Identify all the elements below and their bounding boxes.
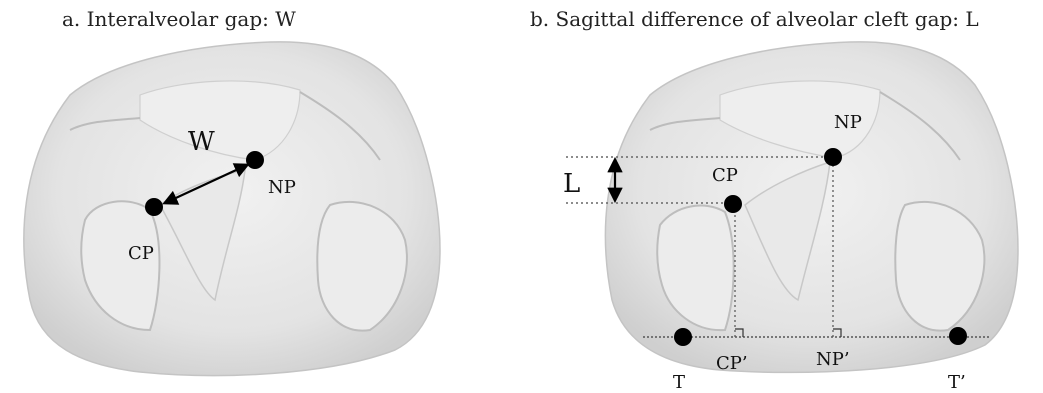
panel-a-cast <box>23 41 441 377</box>
cast-b-premaxilla <box>719 80 881 159</box>
label-cp-a: CP <box>128 243 154 264</box>
label-t-prime: T’ <box>948 372 966 393</box>
label-w: W <box>188 127 215 157</box>
cast-a-palate-ridge-left <box>80 200 161 332</box>
right-angle-mark-np <box>833 328 842 337</box>
landmark-np-a <box>246 151 264 169</box>
label-np-b: NP <box>834 112 862 133</box>
cast-a-premaxilla <box>139 80 301 161</box>
cast-b-palate-ridge-right <box>894 200 986 332</box>
panel-b-title: b. Sagittal difference of alveolar cleft… <box>530 7 979 31</box>
landmark-np-b <box>824 148 842 166</box>
panel-a-measurement: W NP CP <box>128 127 296 264</box>
label-np-prime: NP’ <box>816 349 850 370</box>
landmark-cp-a <box>145 198 163 216</box>
cast-b-palate-ridge-left <box>656 204 735 332</box>
cast-b-shadow-line <box>649 91 961 161</box>
cast-a-shadow-line <box>69 91 381 161</box>
label-l: L <box>563 169 580 199</box>
label-np-a: NP <box>268 177 296 198</box>
label-cp-b: CP <box>712 165 738 186</box>
panel-b-cast <box>604 41 1019 374</box>
landmark-t <box>674 328 692 346</box>
panel-b-measurement: L NP CP CP’ NP’ T T’ <box>563 112 990 393</box>
landmark-cp-b <box>724 195 742 213</box>
cast-a-palate-ridge-right <box>316 200 408 332</box>
right-angle-mark-cp <box>735 328 744 337</box>
cast-b-cleft-groove <box>744 160 831 302</box>
landmark-t-prime <box>949 327 967 345</box>
label-t: T <box>673 372 685 393</box>
panel-a-title: a. Interalveolar gap: W <box>62 7 296 31</box>
label-cp-prime: CP’ <box>716 353 748 374</box>
w-double-arrow <box>162 163 250 205</box>
